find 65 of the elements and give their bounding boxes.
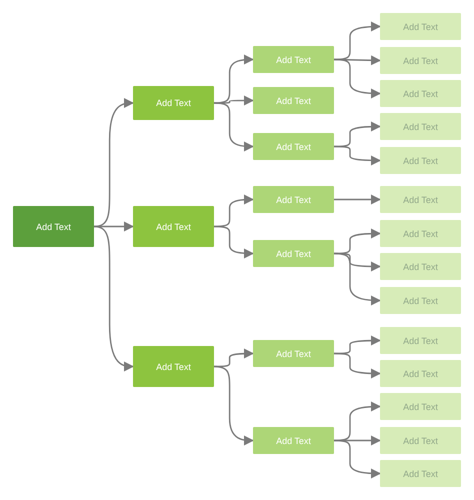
process-box	[133, 206, 214, 247]
box-label: Add Text	[403, 88, 438, 98]
arrow	[94, 98, 134, 228]
box-label: Add Text	[403, 296, 438, 306]
process-box	[13, 206, 94, 247]
process-box	[380, 80, 461, 107]
process-box	[253, 186, 334, 213]
box-label: Add Text	[403, 402, 438, 412]
process-box	[380, 147, 461, 174]
process-box	[380, 113, 461, 140]
process-box	[380, 427, 461, 454]
box-label: Add Text	[403, 22, 438, 32]
box-label: Add Text	[276, 96, 311, 106]
box-label: Add Text	[156, 98, 191, 108]
box-label: Add Text	[403, 156, 438, 166]
box-label: Add Text	[403, 368, 438, 378]
process-box	[380, 460, 461, 487]
process-box	[380, 327, 461, 354]
process-box	[380, 220, 461, 247]
box-label: Add Text	[403, 56, 438, 66]
box-label: Add Text	[276, 348, 311, 358]
process-box	[133, 86, 214, 120]
arrow	[334, 352, 381, 378]
arrow	[334, 55, 381, 66]
box-label: Add Text	[156, 362, 191, 372]
process-box	[380, 393, 461, 420]
process-box	[380, 253, 461, 280]
process-box	[253, 87, 334, 114]
process-box	[380, 47, 461, 74]
process-box	[380, 186, 461, 213]
box-label: Add Text	[276, 54, 311, 64]
process-box	[253, 133, 334, 160]
arrow	[334, 58, 381, 98]
box-label: Add Text	[403, 336, 438, 346]
box-label: Add Text	[403, 122, 438, 132]
arrow	[334, 22, 381, 60]
arrow	[214, 102, 254, 152]
arrow	[334, 194, 381, 204]
box-label: Add Text	[403, 262, 438, 272]
box-label: Add Text	[276, 248, 311, 258]
box-label: Add Text	[276, 142, 311, 152]
process-box	[253, 46, 334, 73]
process-box	[380, 287, 461, 314]
box-label: Add Text	[156, 222, 191, 232]
process-box	[133, 346, 214, 387]
box-label: Add Text	[403, 194, 438, 204]
process-box	[253, 427, 334, 454]
arrow	[214, 54, 254, 104]
box-label: Add Text	[276, 436, 311, 446]
arrow	[214, 226, 254, 258]
process-box	[253, 340, 334, 367]
arrow	[334, 440, 381, 478]
box-label: Add Text	[403, 468, 438, 478]
arrow	[334, 146, 381, 166]
process-box	[253, 240, 334, 267]
box-label: Add Text	[403, 436, 438, 446]
arrow	[334, 402, 381, 442]
box-label: Add Text	[276, 194, 311, 204]
box-label: Add Text	[403, 228, 438, 238]
arrow	[94, 226, 134, 372]
arrow	[334, 252, 381, 306]
process-box	[380, 13, 461, 40]
arrow	[214, 366, 254, 446]
process-box	[380, 360, 461, 387]
box-label: Add Text	[36, 222, 71, 232]
